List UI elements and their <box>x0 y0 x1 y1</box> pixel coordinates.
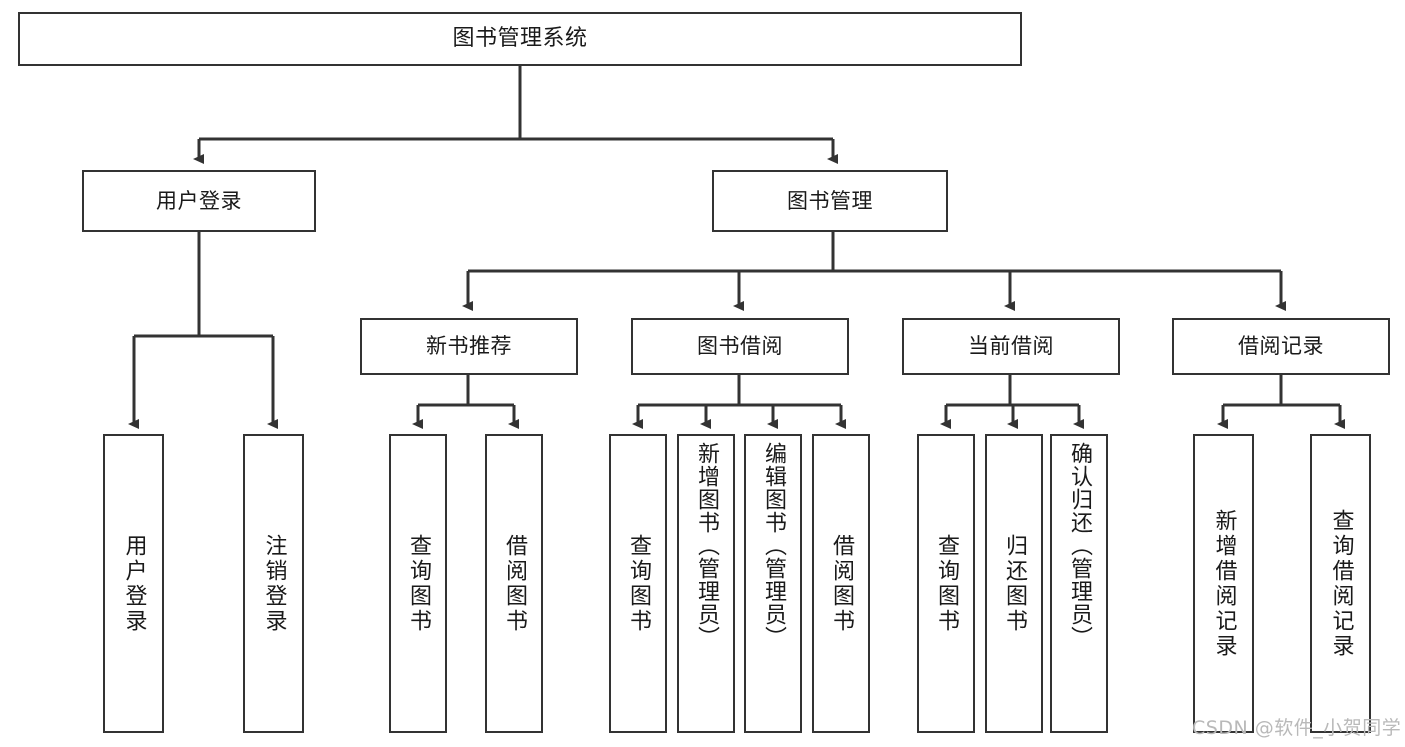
leaf-user-login[interactable]: 用户登录 <box>103 434 164 733</box>
node-label: 确认归还（管理员） <box>1067 442 1092 649</box>
leaf-return-book[interactable]: 归还图书 <box>985 434 1043 733</box>
node-label: 新书推荐 <box>426 334 512 359</box>
node-label: 当前借阅 <box>968 334 1054 359</box>
leaf-edit-book-admin[interactable]: 编辑图书（管理员） <box>744 434 802 733</box>
node-borrow-record[interactable]: 借阅记录 <box>1172 318 1390 375</box>
leaf-logout-login[interactable]: 注销登录 <box>243 434 304 733</box>
node-label: 查询图书 <box>406 533 431 634</box>
node-label: 编辑图书（管理员） <box>761 442 786 649</box>
node-label: 图书管理 <box>787 188 873 213</box>
node-root-system[interactable]: 图书管理系统 <box>18 12 1022 66</box>
node-label: 用户登录 <box>121 533 147 634</box>
node-book-management[interactable]: 图书管理 <box>712 170 948 232</box>
leaf-query-book-recommend[interactable]: 查询图书 <box>389 434 447 733</box>
node-label: 新增借阅记录 <box>1211 508 1237 659</box>
node-label: 查询借阅记录 <box>1328 508 1354 659</box>
node-book-borrow[interactable]: 图书借阅 <box>631 318 849 375</box>
node-label: 归还图书 <box>1002 533 1027 634</box>
node-label: 借阅图书 <box>502 533 527 634</box>
leaf-add-borrow-record[interactable]: 新增借阅记录 <box>1193 434 1254 733</box>
node-label: 查询图书 <box>934 533 959 634</box>
leaf-query-borrow-record[interactable]: 查询借阅记录 <box>1310 434 1371 733</box>
node-user-login[interactable]: 用户登录 <box>82 170 316 232</box>
node-current-borrow[interactable]: 当前借阅 <box>902 318 1120 375</box>
node-label: 用户登录 <box>156 188 242 213</box>
node-label: 查询图书 <box>626 533 651 634</box>
csdn-watermark: CSDN @软件_小贺同学 <box>1192 717 1402 739</box>
node-label: 借阅图书 <box>829 533 854 634</box>
node-label: 借阅记录 <box>1238 334 1324 359</box>
node-label: 注销登录 <box>261 533 287 634</box>
leaf-query-book-borrow[interactable]: 查询图书 <box>609 434 667 733</box>
leaf-add-book-admin[interactable]: 新增图书（管理员） <box>677 434 735 733</box>
node-label: 图书管理系统 <box>452 26 588 52</box>
node-label: 图书借阅 <box>697 334 783 359</box>
node-new-book-recommend[interactable]: 新书推荐 <box>360 318 578 375</box>
leaf-borrow-book-recommend[interactable]: 借阅图书 <box>485 434 543 733</box>
leaf-confirm-return-admin[interactable]: 确认归还（管理员） <box>1050 434 1108 733</box>
leaf-query-book-current[interactable]: 查询图书 <box>917 434 975 733</box>
leaf-borrow-book-borrow[interactable]: 借阅图书 <box>812 434 870 733</box>
node-label: 新增图书（管理员） <box>694 442 719 649</box>
